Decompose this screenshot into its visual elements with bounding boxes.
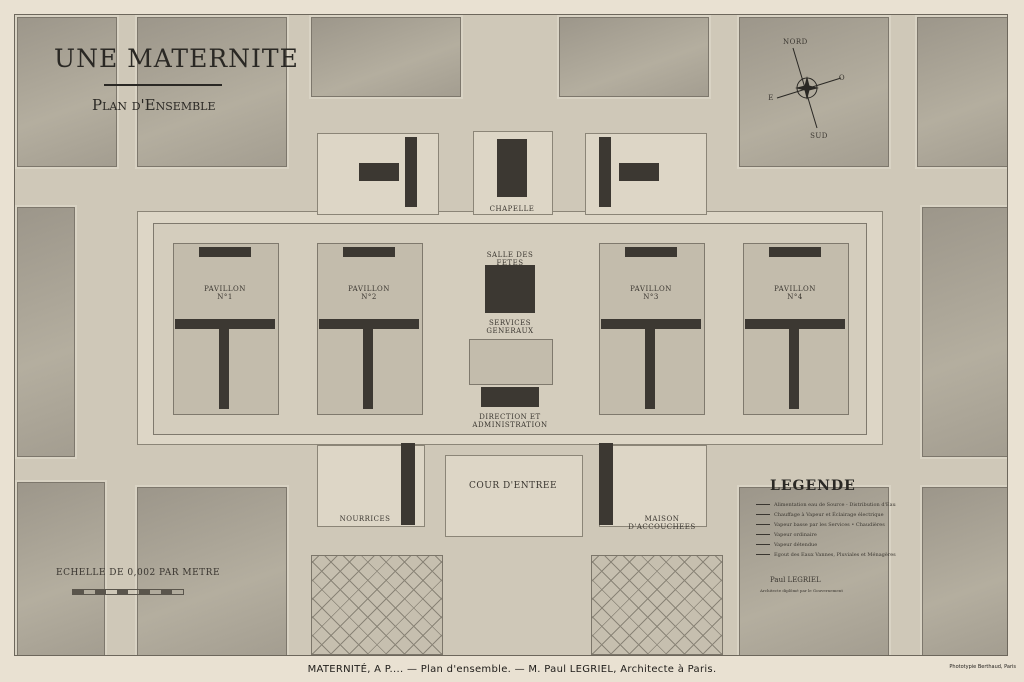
nourrices-label: NOURRICES (339, 515, 391, 523)
service-wing-left-building (405, 137, 417, 207)
service-wing-right-building (599, 137, 611, 207)
direction-building (481, 387, 539, 407)
legend-row: Vapeur ordinaire (756, 532, 876, 538)
city-block-bottom-left (15, 480, 107, 655)
city-block-bottom-left-2 (135, 485, 289, 655)
city-block-top-mid-right (557, 15, 711, 99)
central-pavilion (485, 265, 535, 313)
pavilion-4-label: PAVILLON N°4 (774, 285, 816, 301)
garden-left (311, 555, 443, 655)
entry-court-label: COUR D'ENTREE (468, 481, 558, 491)
service-wing-right-block (619, 163, 659, 181)
services-label: SERVICES GENERAUX (486, 319, 534, 335)
photo-credit: Phototypie Berthaud, Paris (949, 664, 1016, 670)
title-rule (104, 84, 222, 86)
compass-rose: NORD SUD E O (765, 38, 846, 140)
pavilion-2-head (343, 247, 395, 257)
service-wing-left-block (359, 163, 399, 181)
maison-label: MAISON D'ACCOUCHEES (628, 515, 696, 531)
city-block-bottom-right (737, 485, 891, 655)
pavilion-3-head (625, 247, 677, 257)
lower-wing-right-building (599, 443, 613, 525)
legend-row: Vapeur détendue (756, 542, 876, 548)
pavilion-2-spine (363, 329, 373, 409)
chapel-label: CHAPELLE (489, 205, 535, 213)
garden-right (591, 555, 723, 655)
city-block-top-right-2 (915, 15, 1007, 169)
pavilion-1-label: PAVILLON N°1 (204, 285, 246, 301)
city-block-bottom-right-2 (920, 485, 1007, 655)
pavilion-2-wing (319, 319, 419, 329)
legend-row: Vapeur basse par les Services • Chaudièr… (756, 522, 885, 528)
pavilion-3-spine (645, 329, 655, 409)
city-block-mid-left (15, 205, 77, 459)
lower-wing-right (599, 445, 707, 527)
city-block-top-left (15, 15, 119, 169)
pavilion-1-spine (219, 329, 229, 409)
compass-north: NORD (783, 38, 808, 46)
plate-caption: MATERNITÉ, A P.... — Plan d'ensemble. — … (307, 664, 717, 675)
entry-court (445, 455, 583, 537)
city-block-top-right (737, 15, 891, 169)
legend-row: Egout des Eaux Vannes, Pluviales et Ména… (756, 552, 896, 558)
scale-label: ECHELLE DE 0,002 PAR METRE (56, 568, 221, 578)
direction-label: DIRECTION ET ADMINISTRATION (472, 413, 548, 429)
architect-signature-sub: Architecte diplômé par le Gouvernement (760, 588, 843, 593)
legend-title: LEGENDE (770, 478, 856, 494)
lower-wing-left-building (401, 443, 415, 525)
compass-west: O (838, 74, 846, 82)
pavilion-1-wing (175, 319, 275, 329)
city-block-top-left-2 (135, 15, 289, 169)
pavilion-4-spine (789, 329, 799, 409)
pavilion-4-wing (745, 319, 845, 329)
pavilion-3-label: PAVILLON N°3 (630, 285, 672, 301)
city-block-mid-right (920, 205, 1007, 459)
compass-icon (776, 47, 842, 129)
central-garden (469, 339, 553, 385)
pavilion-2-label: PAVILLON N°2 (348, 285, 390, 301)
chapel-building (497, 139, 527, 197)
pavilion-3-wing (601, 319, 701, 329)
compass-east: E (768, 94, 774, 102)
compass-south: SUD (810, 132, 828, 140)
pavilion-4-head (769, 247, 821, 257)
pavilion-1-head (199, 247, 251, 257)
plan-subtitle: Plan d'Ensemble (92, 96, 216, 114)
scale-bar (72, 589, 184, 595)
legend-row: Alimentation eau de Source - Distributio… (756, 502, 896, 508)
architect-signature: Paul LEGRIEL (770, 576, 821, 584)
plan-sheet: CHAPELLE PAVILLON N°1 PAVILLON N°2 PAVIL… (14, 14, 1008, 656)
salle-label: SALLE DES FETES (486, 251, 534, 267)
plan-title: UNE MATERNITE (54, 44, 299, 73)
legend-row: Chauffage à Vapeur et Éclairage électriq… (756, 512, 884, 518)
city-block-top-mid-left (309, 15, 463, 99)
